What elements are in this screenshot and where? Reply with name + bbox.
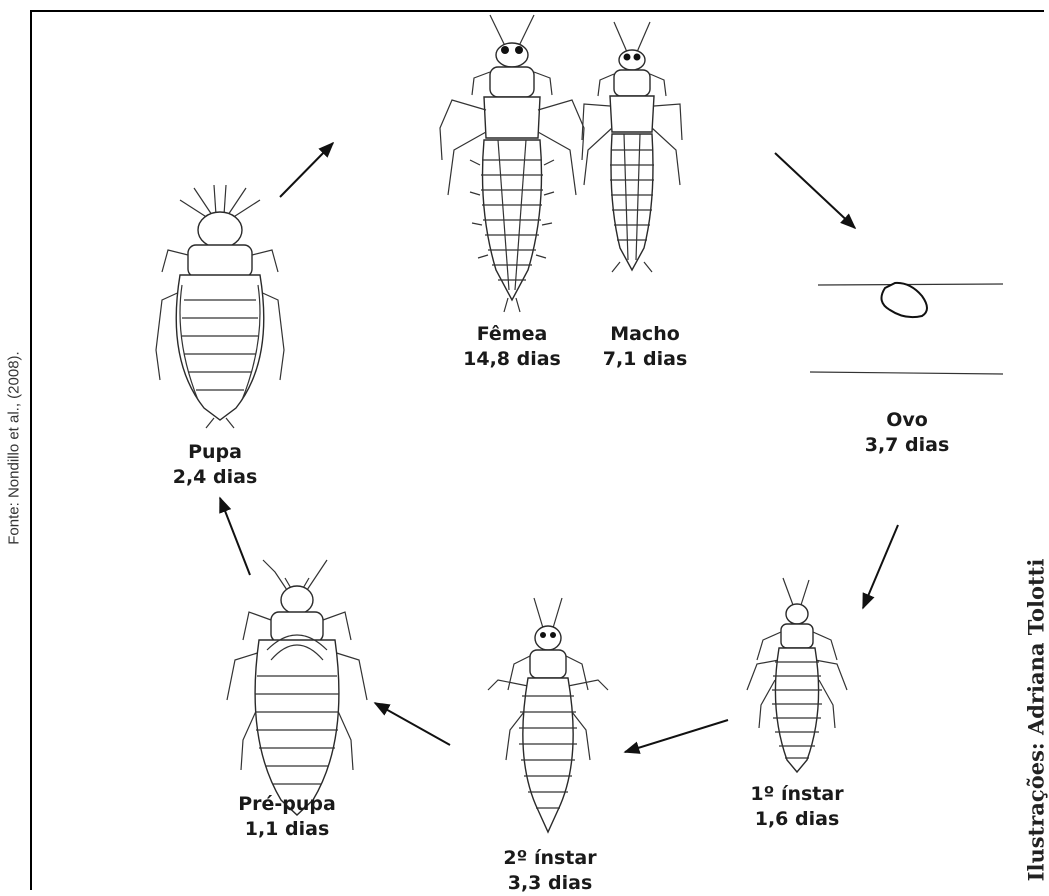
label-instar2: 2º ínstar 3,3 dias	[450, 846, 650, 896]
prepupa-drawing	[227, 560, 367, 815]
arrow-instar1-to-instar2	[625, 720, 728, 752]
label-macho-duration: 7,1 dias	[545, 347, 745, 372]
arrow-pupa-to-adult	[280, 143, 333, 197]
label-ovo-name: Ovo	[807, 408, 1007, 433]
female-thrips-drawing	[440, 15, 584, 312]
label-instar1-duration: 1,6 dias	[697, 807, 897, 832]
label-pupa-name: Pupa	[115, 440, 315, 465]
label-prepupa: Pré-pupa 1,1 dias	[187, 792, 387, 842]
label-instar2-duration: 3,3 dias	[450, 871, 650, 896]
second-instar-drawing	[488, 598, 608, 832]
label-prepupa-duration: 1,1 dias	[187, 817, 387, 842]
label-instar1-name: 1º ínstar	[697, 782, 897, 807]
label-ovo-duration: 3,7 dias	[807, 433, 1007, 458]
label-instar2-name: 2º ínstar	[450, 846, 650, 871]
pupa-drawing	[156, 185, 284, 428]
arrow-adult-to-egg	[775, 153, 855, 228]
male-thrips-drawing	[582, 22, 682, 272]
first-instar-drawing	[747, 578, 847, 772]
label-pupa-duration: 2,4 dias	[115, 465, 315, 490]
label-macho-name: Macho	[545, 322, 745, 347]
arrow-prepupa-to-pupa	[220, 498, 250, 575]
arrow-egg-to-instar1	[863, 525, 898, 608]
label-instar1: 1º ínstar 1,6 dias	[697, 782, 897, 832]
egg-drawing	[810, 283, 1003, 374]
arrow-instar2-to-prepupa	[375, 703, 450, 745]
label-ovo: Ovo 3,7 dias	[807, 408, 1007, 458]
label-macho: Macho 7,1 dias	[545, 322, 745, 372]
label-pupa: Pupa 2,4 dias	[115, 440, 315, 490]
illustration-credit-text: Ilustrações: Adriana Tolotti	[1024, 559, 1049, 882]
label-prepupa-name: Pré-pupa	[187, 792, 387, 817]
